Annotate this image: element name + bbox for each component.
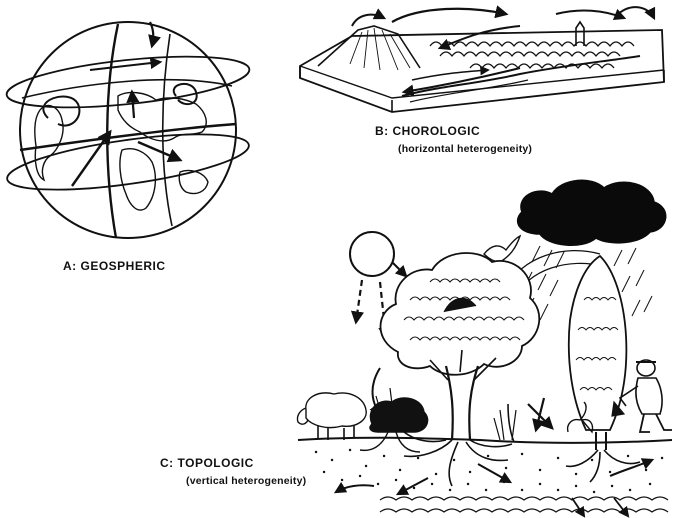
arrow-c-4 [336,485,374,492]
arrow-c-8 [614,498,628,516]
continent-africa [120,149,155,210]
arrow-b-2 [392,9,506,22]
panel-c-sublabel: (vertical heterogeneity) [186,475,306,487]
arrow-east [138,142,180,160]
sun-ray-3 [392,262,406,276]
grass [508,404,514,442]
storm-cloud [518,180,666,245]
landscape-block [300,7,664,112]
arrow-c-2 [478,464,510,482]
arrow-b-1 [352,15,384,26]
bird [484,236,520,262]
panel-a-label: A: GEOSPHERIC [63,259,166,273]
cypress-tree [569,256,627,430]
panel-c-label: C: TOPOLOGIC [160,456,254,470]
globe [4,22,252,238]
tree-canopy [381,253,540,375]
arrow-north [132,92,134,118]
tree-trunk [446,366,478,440]
sun [350,232,394,276]
panel-b-sublabel: (horizontal heterogeneity) [398,143,532,155]
sheep [306,393,366,428]
swirl-left [43,97,79,126]
arrow-b-4 [556,11,624,18]
shrub [370,398,428,432]
ground-surface [298,438,672,443]
topologic-scene [297,180,672,516]
arrow-c-9 [572,498,584,516]
arrow-c-7 [610,460,652,476]
bedrock [380,497,668,500]
arrow-c-3 [398,478,428,494]
cypress-roots [566,450,640,482]
panel-b-label: B: CHOROLOGIC [375,124,480,138]
sun-ray-1 [356,280,362,322]
continent-americas [35,105,63,180]
